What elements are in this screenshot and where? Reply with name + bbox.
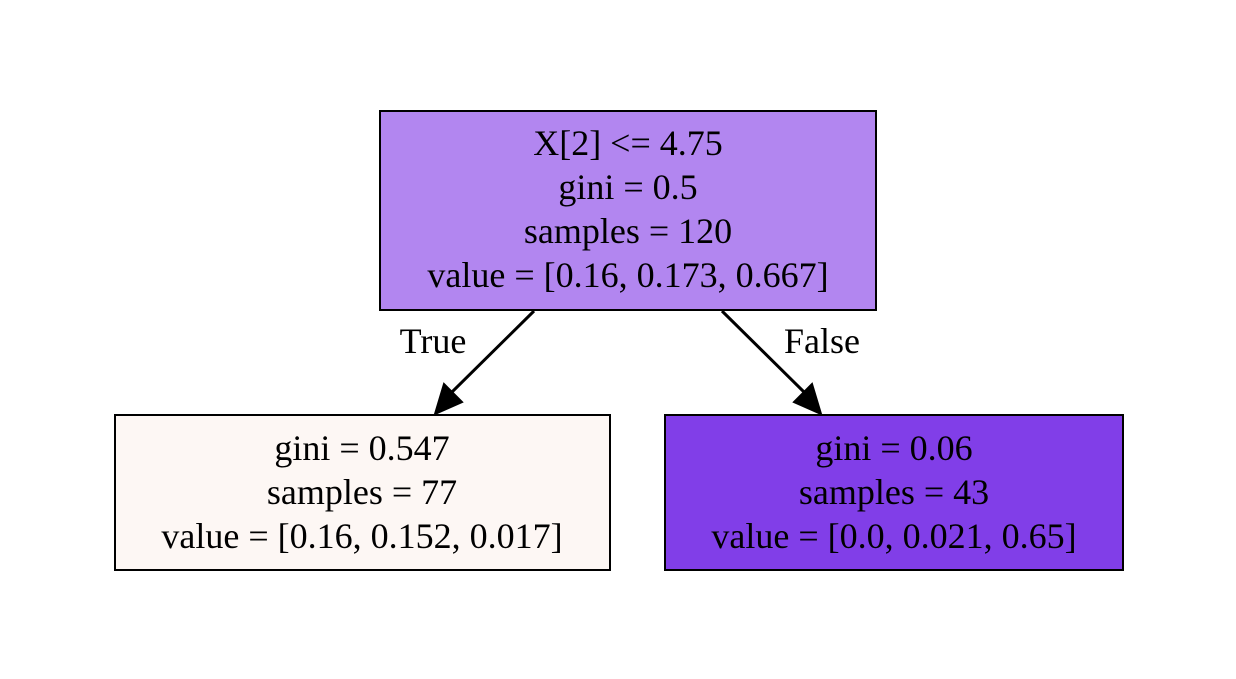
tree-node-left-box (114, 414, 611, 571)
edge-false: False (720, 309, 860, 416)
tree-node-left-samples: samples = 77 (267, 472, 457, 512)
edge-false-label: False (784, 321, 860, 361)
edge-true-line (450, 309, 536, 394)
tree-node-right-gini: gini = 0.06 (815, 428, 972, 468)
tree-node-right: gini = 0.06 samples = 43 value = [0.0, 0… (664, 414, 1124, 571)
tree-node-right-samples: samples = 43 (799, 472, 989, 512)
tree-node-root-value: value = [0.16, 0.173, 0.667] (427, 255, 828, 295)
tree-node-root-gini: gini = 0.5 (558, 167, 697, 207)
edge-true: True (400, 309, 536, 416)
tree-node-root: X[2] <= 4.75 gini = 0.5 samples = 120 va… (379, 110, 877, 311)
edge-false-line (720, 309, 806, 394)
tree-node-right-value: value = [0.0, 0.021, 0.65] (711, 516, 1076, 556)
edge-false-arrowhead (792, 382, 823, 416)
tree-node-left-value: value = [0.16, 0.152, 0.017] (161, 516, 562, 556)
tree-node-root-box (379, 110, 877, 311)
edge-true-label: True (400, 321, 467, 361)
tree-node-root-split: X[2] <= 4.75 (533, 123, 723, 163)
tree-node-left: gini = 0.547 samples = 77 value = [0.16,… (114, 414, 611, 571)
edge-true-arrowhead (433, 382, 464, 416)
tree-node-left-gini: gini = 0.547 (274, 428, 449, 468)
tree-node-right-box (664, 414, 1124, 571)
tree-node-root-samples: samples = 120 (524, 211, 732, 251)
